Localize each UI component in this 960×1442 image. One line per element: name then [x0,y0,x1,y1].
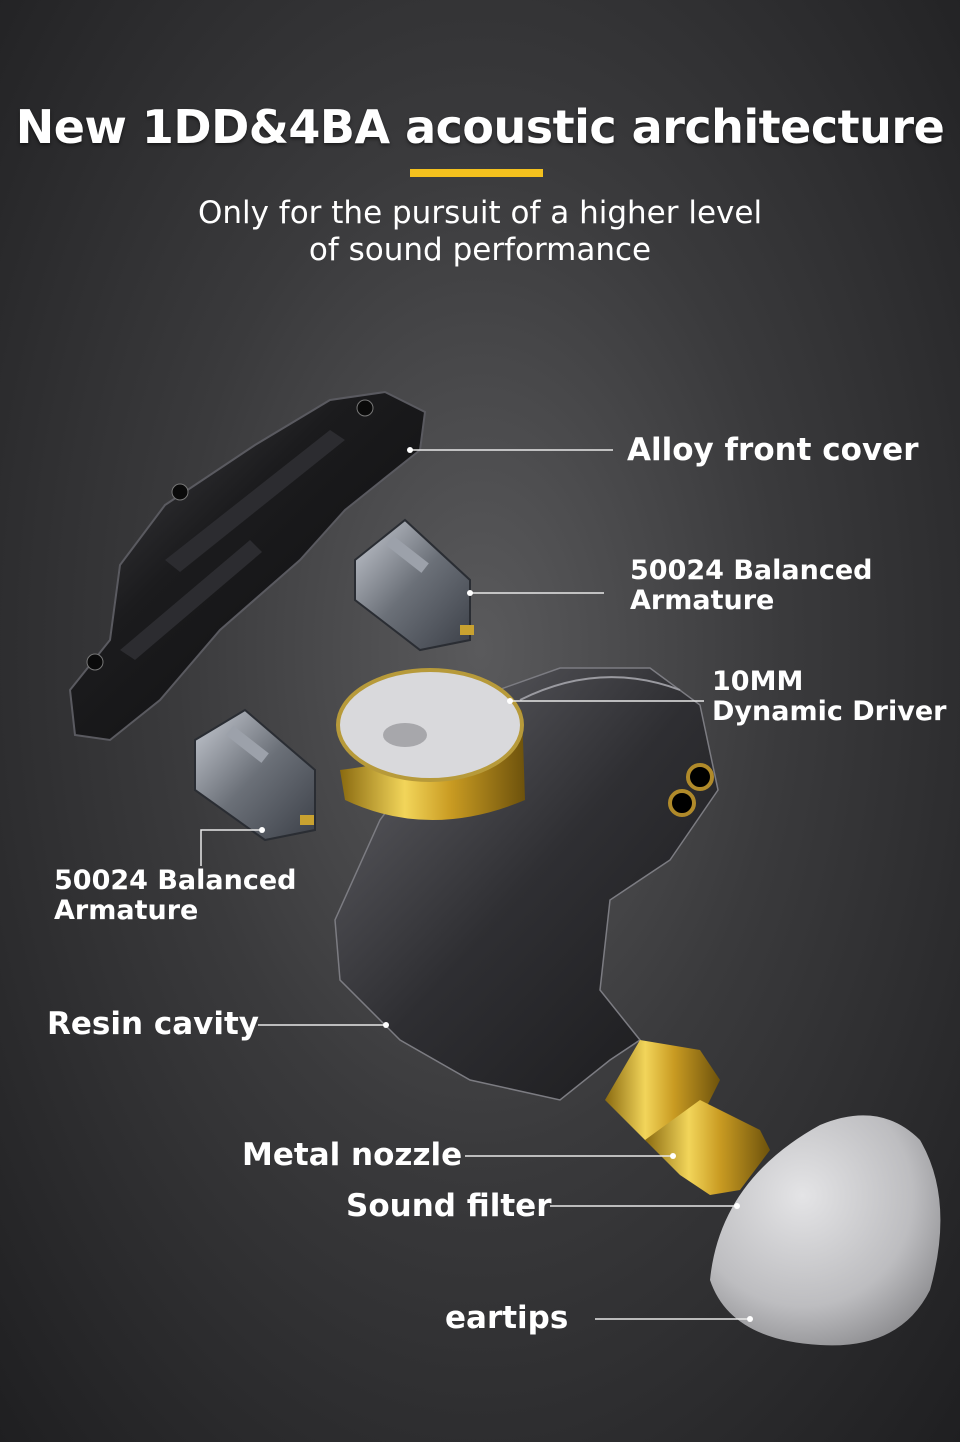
label-armature-left: 50024 Balanced Armature [54,866,296,926]
dot-dynamic-driver [507,698,513,704]
dot-nozzle [670,1153,676,1159]
page-title: New 1DD&4BA acoustic architecture [15,100,945,154]
dot-resin [383,1022,389,1028]
title-underline [410,169,543,177]
subtitle-line-2: of sound performance [308,232,652,268]
callout-leaders [200,449,750,1320]
dot-front-cover [407,447,413,453]
leader-armature-left [200,829,262,866]
dot-armature-top [467,590,473,596]
label-metal-nozzle: Metal nozzle [242,1137,463,1173]
label-front-cover: Alloy front cover [627,432,919,468]
label-dynamic-driver: 10MM Dynamic Driver [712,667,946,727]
dot-filter [734,1203,740,1209]
label-armature-top-line1: 50024 Balanced [630,555,873,586]
label-armature-left-line2: Armature [54,895,199,926]
dot-eartips [747,1316,753,1322]
label-sound-filter: Sound filter [346,1188,552,1224]
dot-armature-left [259,827,265,833]
label-dynamic-driver-line2: Dynamic Driver [712,696,947,727]
subtitle-line-1: Only for the pursuit of a higher level [197,195,763,231]
balanced-armature-top-illustration [354,518,474,652]
eartips-illustration [710,1115,941,1346]
label-armature-top: 50024 Balanced Armature [630,556,872,616]
balanced-armature-left-illustration [194,708,316,842]
label-armature-top-line2: Armature [630,585,775,616]
callout-dots [259,447,753,1322]
metal-nozzle-illustration [605,1040,770,1195]
label-resin-cavity: Resin cavity [47,1006,259,1042]
dynamic-driver-illustration [336,668,525,820]
label-eartips: eartips [445,1300,569,1336]
label-armature-left-line1: 50024 Balanced [54,865,297,896]
label-dynamic-driver-line1: 10MM [712,666,804,697]
front-cover-illustration [68,390,427,742]
